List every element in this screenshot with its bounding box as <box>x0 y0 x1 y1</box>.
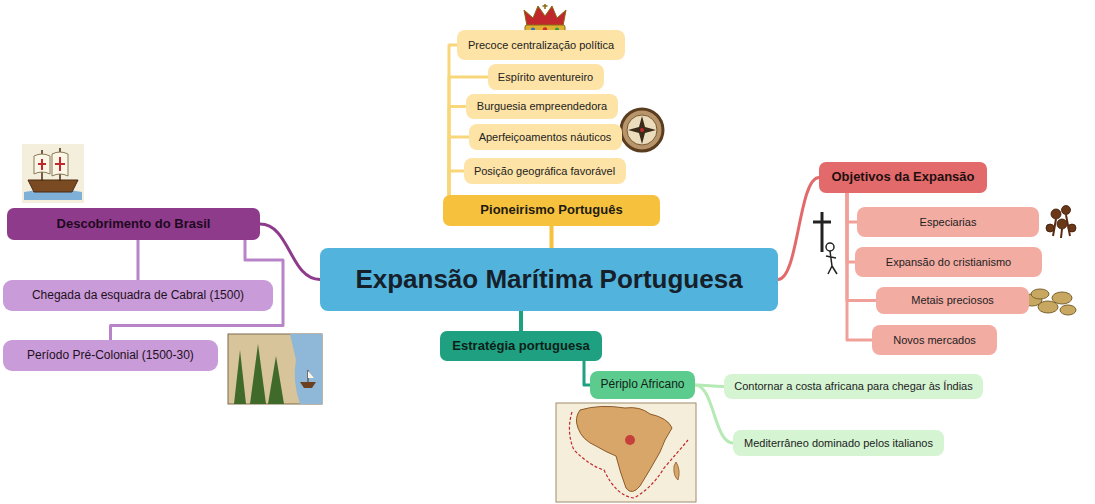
topic-label: Périplo Africano <box>600 378 684 392</box>
cross-icon <box>813 212 837 274</box>
topic-label: Burguesia empreendedora <box>477 100 607 113</box>
topic-label: Aperfeiçoamentos náuticos <box>479 131 612 144</box>
topic-label: Contornar a costa africana para chegar à… <box>734 380 972 393</box>
subtopic: Precoce centralização política <box>457 30 625 60</box>
topic-label: Objetivos da Expansão <box>831 170 974 185</box>
branch-topic: Descobrimento do Brasil <box>7 208 260 240</box>
topic-label: Pioneirismo Português <box>480 203 622 218</box>
central-topic: Expansão Marítima Portuguesa <box>320 248 778 311</box>
leaf-topic: Contornar a costa africana para chegar à… <box>724 374 983 399</box>
subtopic: Período Pré-Colonial (1500-30) <box>3 340 218 371</box>
caravel-icon <box>22 144 84 203</box>
branch-connector <box>449 171 464 195</box>
topic-label: Expansão do cristianismo <box>886 256 1011 269</box>
topic-label: Expansão Marítima Portuguesa <box>355 265 742 295</box>
branch-topic: Objetivos da Expansão <box>819 162 987 193</box>
subtopic: Burguesia empreendedora <box>466 94 618 119</box>
subtopic: Périplo Africano <box>590 371 695 399</box>
branch-topic: Pioneirismo Português <box>443 195 660 226</box>
branch-connector <box>449 107 466 196</box>
subtopic: Chegada da esquadra de Cabral (1500) <box>3 280 273 311</box>
topic-label: Período Pré-Colonial (1500-30) <box>27 349 194 363</box>
subtopic: Expansão do cristianismo <box>855 247 1042 277</box>
branch-connector <box>550 226 554 248</box>
topic-label: Novos mercados <box>893 334 976 347</box>
subtopic: Especiarias <box>857 207 1039 237</box>
africa-map <box>556 403 696 502</box>
subtopic: Posição geográfica favorável <box>464 158 626 184</box>
topic-label: Mediterrâneo dominado pelos italianos <box>744 437 933 450</box>
cloves-icon <box>1046 206 1076 239</box>
branch-connector <box>137 240 140 280</box>
subtopic: Aperfeiçoamentos náuticos <box>469 124 622 150</box>
topic-label: Especiarias <box>920 216 977 229</box>
leaf-topic: Mediterrâneo dominado pelos italianos <box>733 430 944 456</box>
compass-icon <box>621 109 663 151</box>
subtopic: Novos mercados <box>872 325 997 355</box>
topic-label: Chegada da esquadra de Cabral (1500) <box>32 289 244 303</box>
topic-label: Posição geográfica favorável <box>474 165 615 178</box>
topic-label: Estratégia portuguesa <box>452 339 589 354</box>
topic-label: Metais preciosos <box>911 294 994 307</box>
subtopic: Metais preciosos <box>876 287 1029 314</box>
branch-topic: Estratégia portuguesa <box>440 331 602 361</box>
topic-label: Descobrimento do Brasil <box>57 217 211 232</box>
topic-label: Espírito aventureiro <box>498 71 593 84</box>
coast-picture <box>228 334 322 404</box>
branch-connector <box>519 311 523 331</box>
subtopic: Espírito aventureiro <box>488 64 604 90</box>
topic-label: Precoce centralização política <box>468 39 614 52</box>
branch-connector <box>260 224 320 280</box>
branch-connector <box>778 178 819 280</box>
